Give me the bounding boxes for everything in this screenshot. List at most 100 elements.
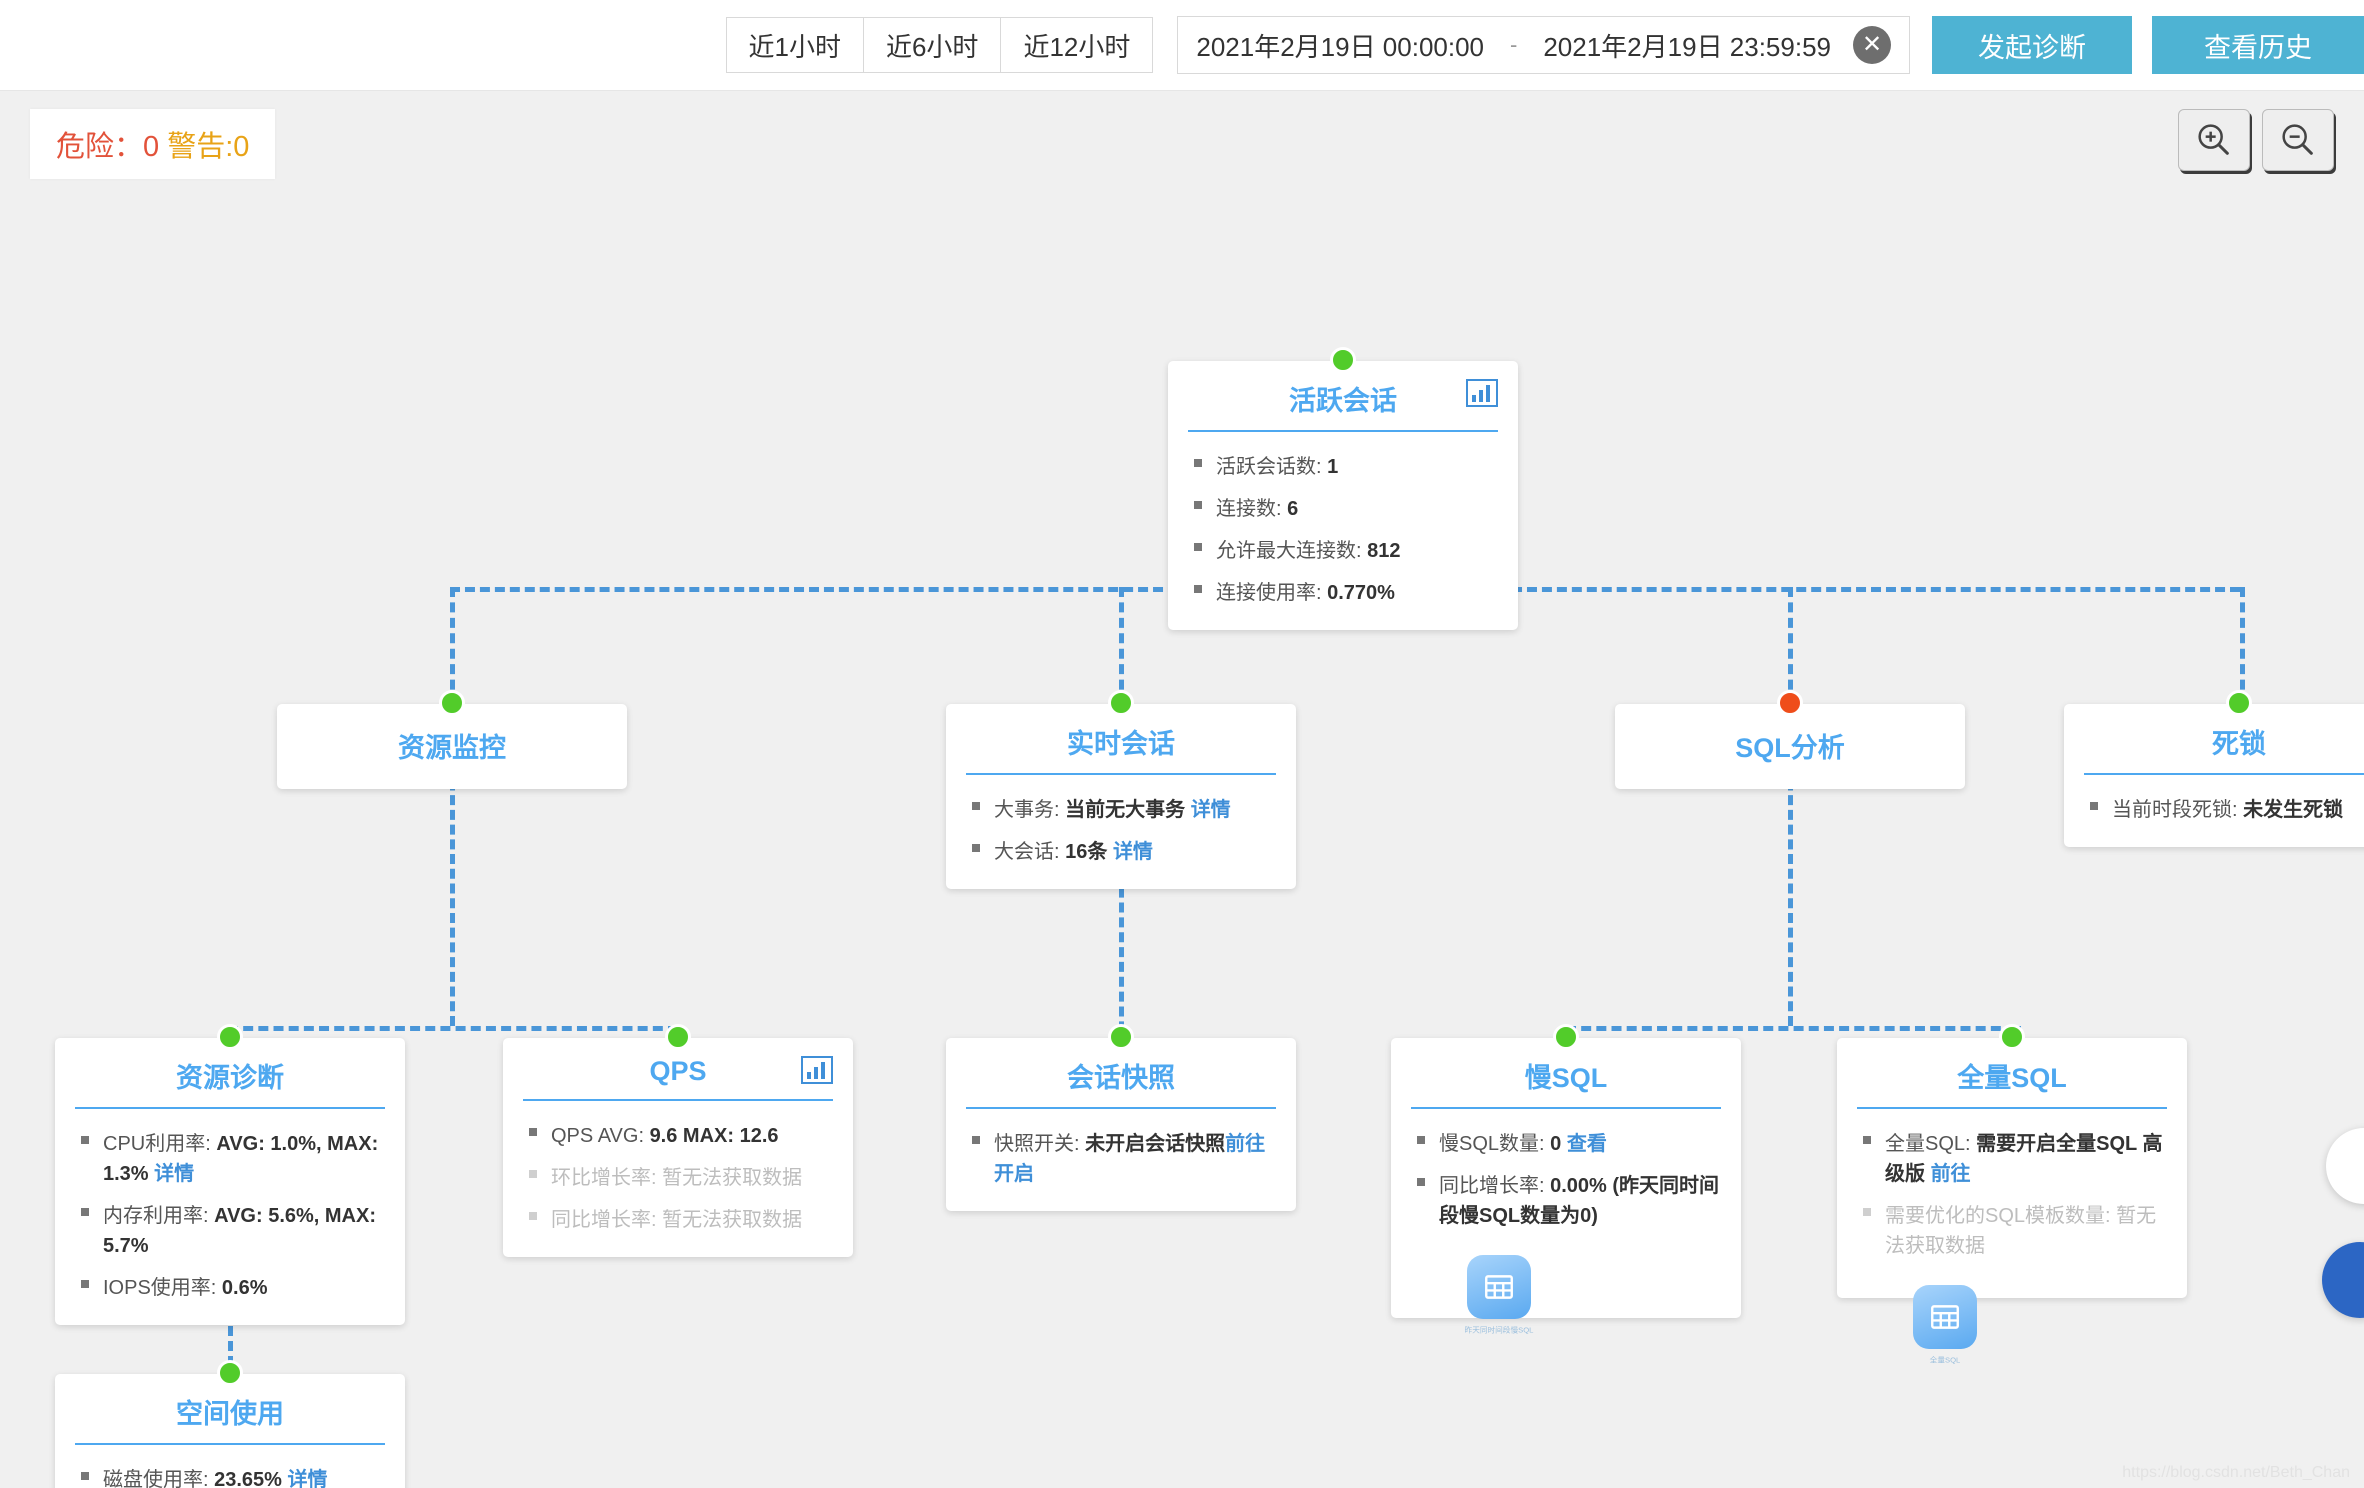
- item-value: 0.00% (昨天同时间段慢SQL数量为0): [1439, 1175, 1720, 1227]
- node-sql-analysis[interactable]: SQL分析: [1615, 690, 1965, 789]
- date-range-picker[interactable]: 2021年2月19日 00:00:00 - 2021年2月19日 23:59:5…: [1177, 16, 1910, 74]
- slow-sql-shortcut[interactable]: 昨天同时间段慢SQL: [1455, 1255, 1543, 1336]
- list-item: 同比增长率: 0.00% (昨天同时间段慢SQL数量为0): [1411, 1165, 1721, 1237]
- list-item: 活跃会话数: 1: [1188, 446, 1498, 488]
- item-value: 当前无大事务: [1065, 799, 1186, 821]
- zoom-controls: [2178, 109, 2334, 171]
- status-dot-green: [2226, 690, 2252, 716]
- node-body: 大事务: 当前无大事务 详情 大会话: 16条 详情: [966, 775, 1276, 873]
- date-range-end[interactable]: 2021年2月19日 23:59:59: [1543, 31, 1831, 62]
- table-icon: [1467, 1255, 1531, 1319]
- item-value: 812: [1367, 540, 1401, 562]
- status-dot-green: [1330, 347, 1356, 373]
- quick-range-6h[interactable]: 近6小时: [862, 17, 1001, 73]
- list-item: 需要优化的SQL模板数量: 暂无法获取数据: [1857, 1195, 2167, 1267]
- list-item: 连接数: 6: [1188, 488, 1498, 530]
- node-resource-monitor[interactable]: 资源监控: [277, 690, 627, 789]
- node-body: 慢SQL数量: 0 查看 同比增长率: 0.00% (昨天同时间段慢SQL数量为…: [1411, 1109, 1721, 1336]
- item-value: 需要开启全量SQL 高级版: [1885, 1133, 2163, 1185]
- status-dot-green: [1553, 1024, 1579, 1050]
- node-title: 死锁: [2212, 729, 2266, 759]
- zoom-in-button[interactable]: [2178, 109, 2250, 171]
- warning-count: 警告:0: [167, 131, 250, 163]
- bar-chart-icon[interactable]: [801, 1056, 833, 1084]
- floating-feedback-button[interactable]: [2322, 1242, 2364, 1318]
- item-label: 同比增长率:: [1439, 1175, 1545, 1197]
- bar-chart-icon[interactable]: [1466, 379, 1498, 407]
- date-range-start[interactable]: 2021年2月19日 00:00:00: [1196, 31, 1485, 62]
- view-history-button[interactable]: 查看历史: [2152, 16, 2364, 74]
- item-value: 暂无法获取数据: [1885, 1205, 2157, 1257]
- quick-range-12h[interactable]: 近12小时: [1000, 17, 1154, 73]
- node-header: 慢SQL: [1411, 1050, 1721, 1109]
- list-item: 连接使用率: 0.770%: [1188, 572, 1498, 614]
- item-label: 快照开关:: [994, 1133, 1080, 1155]
- node-space-usage[interactable]: 空间使用 磁盘使用率: 23.65% 详情 剩余可用空间: 3.82 GB 近一…: [55, 1360, 405, 1488]
- edge-resource-monitor-down: [450, 751, 455, 1026]
- item-value: 9.6 MAX: 12.6: [649, 1125, 779, 1147]
- node-full-sql[interactable]: 全量SQL 全量SQL: 需要开启全量SQL 高级版 前往 需要优化的SQL模板…: [1837, 1024, 2187, 1364]
- item-value: 1: [1327, 456, 1339, 478]
- node-qps[interactable]: QPS QPS AVG: 9.6 MAX: 12.6 环比增长率: 暂无法获取数…: [503, 1024, 853, 1257]
- node-body: 活跃会话数: 1 连接数: 6 允许最大连接数: 812 连接使用率: 0.77…: [1188, 432, 1498, 614]
- status-dot-green: [217, 1360, 243, 1386]
- list-item: 同比增长率: 暂无法获取数据: [523, 1199, 833, 1241]
- list-item: 当前时段死锁: 未发生死锁: [2084, 789, 2364, 831]
- edge-bus-to-resource-monitor: [450, 587, 455, 705]
- floating-help-button[interactable]: [2326, 1128, 2364, 1204]
- date-range-separator: -: [1510, 32, 1518, 57]
- detail-link[interactable]: 详情: [154, 1163, 195, 1185]
- item-label: 连接数:: [1216, 498, 1282, 520]
- goto-link[interactable]: 前往: [1930, 1163, 1971, 1185]
- status-dot-green: [1108, 690, 1134, 716]
- list-item: 大会话: 16条 详情: [966, 831, 1276, 873]
- node-body: QPS AVG: 9.6 MAX: 12.6 环比增长率: 暂无法获取数据 同比…: [523, 1101, 833, 1241]
- node-title: 活跃会话: [1289, 386, 1397, 416]
- detail-link[interactable]: 详情: [287, 1469, 328, 1488]
- edge-bus-to-sql-analysis: [1788, 587, 1793, 705]
- item-label: IOPS使用率:: [103, 1277, 217, 1299]
- item-label: CPU利用率:: [103, 1133, 211, 1155]
- node-body: 全量SQL: 需要开启全量SQL 高级版 前往 需要优化的SQL模板数量: 暂无…: [1857, 1109, 2167, 1366]
- list-item: 环比增长率: 暂无法获取数据: [523, 1157, 833, 1199]
- topology-canvas[interactable]: 危险：0 警告:0: [0, 91, 2364, 1488]
- item-label: 活跃会话数:: [1216, 456, 1322, 478]
- zoom-out-icon: [2282, 124, 2313, 155]
- zoom-out-button[interactable]: [2262, 109, 2334, 171]
- goto-link[interactable]: 前往开启: [994, 1133, 1266, 1185]
- item-label: 全量SQL:: [1885, 1133, 1971, 1155]
- item-label: 大事务:: [994, 799, 1060, 821]
- item-label: 大会话:: [994, 841, 1060, 863]
- full-sql-shortcut[interactable]: 全量SQL: [1901, 1285, 1989, 1366]
- node-body: 磁盘使用率: 23.65% 详情 剩余可用空间: 3.82 GB 近一周日均增长…: [75, 1445, 385, 1488]
- list-item: 全量SQL: 需要开启全量SQL 高级版 前往: [1857, 1123, 2167, 1195]
- node-slow-sql[interactable]: 慢SQL 慢SQL数量: 0 查看 同比增长率: 0.00% (昨天同时间段慢S…: [1391, 1024, 1741, 1334]
- node-title: QPS: [649, 1056, 707, 1086]
- node-active-session[interactable]: 活跃会话 活跃会话数: 1 连接数: 6 允许最大连接数: 812 连接使用率:…: [1168, 347, 1518, 630]
- list-item: 快照开关: 未开启会话快照前往开启: [966, 1123, 1276, 1195]
- node-title: SQL分析: [1735, 733, 1845, 763]
- node-resource-diagnosis[interactable]: 资源诊断 CPU利用率: AVG: 1.0%, MAX: 1.3% 详情 内存利…: [55, 1024, 405, 1325]
- node-realtime-session[interactable]: 实时会话 大事务: 当前无大事务 详情 大会话: 16条 详情: [946, 690, 1296, 889]
- edge-sql-analysis-down: [1788, 751, 1793, 1026]
- start-diagnose-button[interactable]: 发起诊断: [1932, 16, 2132, 74]
- node-title: 资源监控: [398, 733, 506, 763]
- detail-link[interactable]: 详情: [1190, 799, 1231, 821]
- item-value: AVG: 5.6%, MAX: 5.7%: [103, 1205, 376, 1257]
- view-link[interactable]: 查看: [1566, 1133, 1607, 1155]
- node-deadlock[interactable]: 死锁 当前时段死锁: 未发生死锁: [2064, 690, 2364, 847]
- node-header: 全量SQL: [1857, 1050, 2167, 1109]
- shortcut-caption: 全量SQL: [1929, 1355, 1961, 1365]
- node-header: 活跃会话: [1188, 373, 1498, 432]
- detail-link[interactable]: 详情: [1112, 841, 1153, 863]
- list-item: IOPS使用率: 0.6%: [75, 1267, 385, 1309]
- quick-range-group: 近1小时 近6小时 近12小时: [725, 17, 1154, 73]
- edge-bus-to-deadlock: [2240, 587, 2245, 705]
- list-item: 磁盘使用率: 23.65% 详情: [75, 1459, 385, 1488]
- close-circle-icon[interactable]: ✕: [1853, 26, 1891, 64]
- quick-range-1h[interactable]: 近1小时: [725, 17, 863, 73]
- node-header: QPS: [523, 1050, 833, 1101]
- item-value: AVG: 1.0%, MAX: 1.3%: [103, 1133, 379, 1185]
- item-label: QPS AVG:: [551, 1125, 644, 1147]
- node-session-snapshot[interactable]: 会话快照 快照开关: 未开启会话快照前往开启: [946, 1024, 1296, 1211]
